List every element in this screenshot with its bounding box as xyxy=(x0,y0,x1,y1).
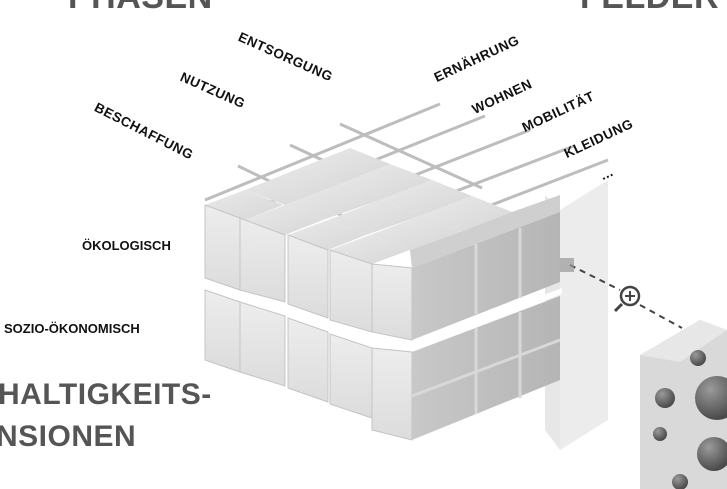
heading-dimensions-line1: HALTIGKEITS- xyxy=(0,378,212,411)
zoomed-cell-detail xyxy=(640,320,727,489)
dimension-label-oekologisch: ÖKOLOGISCH xyxy=(82,238,171,253)
heading-phases: PHASEN xyxy=(68,0,213,17)
cube-front-upper xyxy=(204,204,560,341)
cube-top-faces xyxy=(205,148,560,268)
heading-fields: FELDER xyxy=(580,0,719,17)
cube-front-lower xyxy=(204,289,561,441)
dimension-label-sozio-oekonomisch: SOZIO-ÖKONOMISCH xyxy=(4,321,140,336)
magnifier-zoom-in-icon xyxy=(613,285,641,313)
heading-dimensions-line2: NSIONEN xyxy=(0,420,137,453)
zoom-connector xyxy=(560,258,683,329)
